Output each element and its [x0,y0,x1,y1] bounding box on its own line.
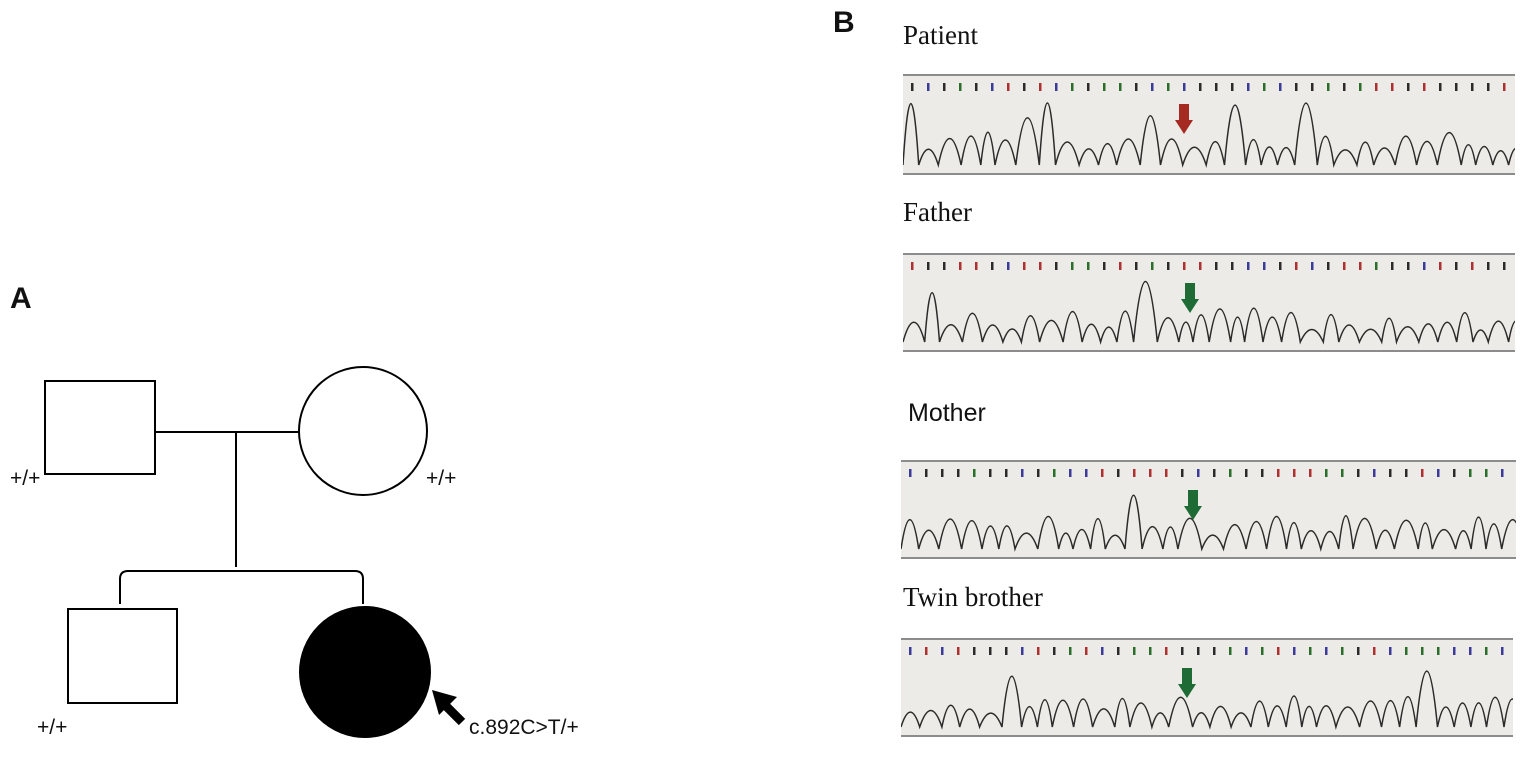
mother-genotype: +/+ [426,467,457,490]
proband-genotype: c.892C>T/+ [469,716,579,739]
mother-symbol [298,366,428,496]
twin-brother-trace-title: Twin brother [903,582,1043,612]
chromatogram-trace [903,83,1515,168]
father-genotype: +/+ [10,467,41,490]
proband-arrow-icon [432,690,466,726]
father-chromatogram [903,253,1515,352]
variant-arrow-icon [1178,668,1196,698]
father-trace-title: Father [903,197,972,227]
sibship-line [119,570,364,604]
variant-arrow-icon [1184,490,1202,520]
patient-chromatogram [903,74,1515,175]
chromatogram-trace [901,647,1513,730]
mother-chromatogram [901,460,1516,559]
father-symbol [44,380,156,475]
mother-trace-title: Mother [908,399,986,427]
twin-brother-genotype: +/+ [37,716,68,739]
variant-arrow-icon [1175,104,1193,134]
twin-brother-chromatogram [901,638,1513,737]
twin-brother-symbol [67,608,178,704]
panel-a-label: A [10,282,32,315]
pedigree-chart [44,366,466,738]
chromatogram-trace [901,469,1516,552]
patient-trace-title: Patient [903,20,978,50]
variant-arrow-icon [1181,283,1199,313]
panel-b-label: B [833,6,855,39]
proband-symbol [299,606,431,738]
chromatogram-trace [903,262,1515,345]
